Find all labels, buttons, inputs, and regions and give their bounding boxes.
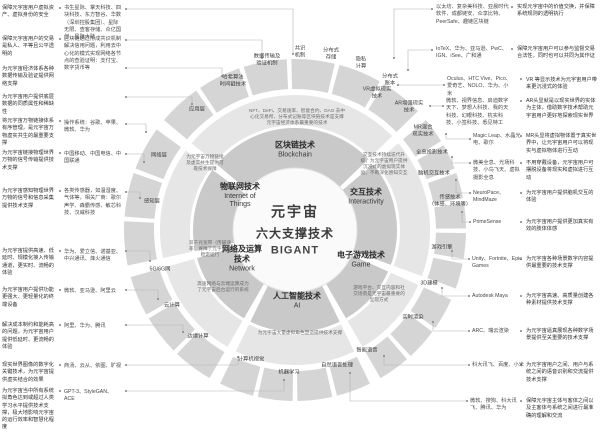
ring-segment-sensing: 传感技术 （体感、环境等）: [428, 194, 472, 207]
left-note-companies-6: 中国移动、中国电信、中国联通: [64, 151, 122, 165]
right-note-desc-12: 为元宇宙用户之间、用户与系统之间的语音识别和交流提供技术支撑: [526, 362, 594, 383]
left-note-companies-9: 微软、亚马逊、阿里云: [64, 288, 116, 294]
left-note-desc-12: 为元宇宙当中所有系统拟角色达到或超过人类学习水平提供技术支撑，极大地影响元宇宙的…: [2, 388, 54, 431]
left-note-companies-7: 各类传感器，如温湿度、气体等，相关厂商：歌尔声学、森霸传感、敏芯科技、汉威科技: [64, 188, 122, 216]
right-note-companies-3: Oculus、HTC Vive、Pico、爱奇艺、NOLO、华为、小米: [447, 76, 511, 97]
left-note-desc-9: 为元宇宙用户提供功能更强大、更轻量化的终端设备: [2, 287, 54, 308]
ring-segment-nlp: 自然语言处理: [321, 362, 353, 369]
ring-segment-perception-layer: 感知层: [144, 198, 160, 205]
right-note-companies-12: 科大讯飞、百度、小米: [472, 362, 524, 368]
ring-segment-ar: AR增强现实 技术: [394, 100, 424, 113]
right-note-desc-9: 为元宇宙各种场景数字内容提供最重要的技术支撑: [526, 256, 594, 270]
right-note-companies-10: Autodesk Maya: [472, 293, 508, 299]
right-note-companies-9: Unity、Fortnite、Epic Games: [472, 256, 522, 270]
ring-segment-application-layer: 应用层: [189, 106, 205, 113]
right-note-companies-13: 微软、搜狗、科大讯飞、腾讯、华为: [470, 398, 517, 412]
ring-segment-distributed-ledger: 分布式 账本: [382, 73, 398, 86]
ring-segment-3d-modeling: 3D建模: [420, 280, 438, 287]
sector-label-game: 电子游戏技术 Game: [337, 250, 385, 269]
right-note-companies-6: 微美全息、光场科技、小鸟飞天、虚拟摄影全息: [473, 160, 520, 181]
left-note-desc-4: 为元宇宙用户提供底层数据的同质属性和稀缺性: [2, 94, 54, 115]
band-text-ai: 为元宇宙大量虚拟角色塑造提供技术支撑: [257, 329, 343, 335]
ring-segment-consensus: 共识 机制: [294, 45, 306, 58]
left-note-companies-2: 区块链通过形成共识机制解决信用问题，利用去中心化的模式实现网络各节点的查验证明：…: [64, 36, 122, 72]
left-note-desc-5: 将元宇宙万物链接体系有序管理，是元宇宙万物虚实共生的最重要支撑: [2, 118, 54, 146]
center-subtitle: 六大支撑技术: [255, 226, 335, 241]
band-text-game: 游戏平台、交互内容和社交场景是元宇宙最重要的呈现方式: [353, 284, 405, 303]
right-note-desc-2: 保障元宇宙用户可以参与监督交易合法性，同时也可以共同为其作证: [517, 46, 595, 60]
ring-segment-network-layer: 网络层: [151, 152, 167, 159]
left-note-companies-5: 操作系统：谷歌、苹果、微软、华为: [64, 120, 122, 134]
left-note-companies-10: 阿里、华为、腾讯: [64, 323, 106, 329]
sector-label-blockchain: 区块链技术 Blockchain: [275, 140, 315, 159]
ring-segment-distributed-storage: 分布式 存储: [323, 47, 339, 60]
band-text-network-2: 高速网络与云端运算成为了元宇宙后台运行的系统: [197, 280, 249, 292]
right-note-companies-2: IoTeX、华为、亚马逊、PwC、IGN、iSee、广和通: [436, 46, 507, 60]
right-note-companies-11: ARC、瑞云渲染: [472, 328, 509, 334]
right-note-companies-7: NeuroPace、MindMaze: [473, 190, 505, 204]
sector-label-ai: 人工智能技术 AI: [273, 291, 321, 310]
left-note-desc-11: 现实世界图像的数字化关键技术，为元宇宙提供虚实结合的效果: [2, 362, 54, 383]
ring-segment-machine-learning: 机器学习: [278, 369, 300, 376]
ring-segment-5g6g: 5G/6G网: [149, 266, 171, 273]
center-title: 元宇宙: [270, 203, 319, 220]
left-note-desc-3: 为元宇宙经济体系各种数据传输及验证提供网络支撑: [2, 66, 54, 87]
left-note-desc-8: 为元宇宙提供高速、低延时、规模化接入传输通道，更实时、流畅的体验: [2, 248, 54, 276]
ring-segment-vr: VR虚拟现实 技术: [362, 86, 392, 99]
right-note-desc-11: 为元宇宙逼真展现各种数字场景提供至关重要的技术支撑: [526, 328, 594, 342]
left-note-desc-10: 解决成本制约和能耗高的问题，为元宇宙用户提供低延时、更流畅的体验: [2, 322, 54, 350]
left-note-desc-2: 保障元宇宙用户的交易是私人、平等且公平透明的: [2, 36, 54, 57]
ring-segment-data-verify: 数据传输及 验证机制: [253, 53, 281, 66]
right-note-desc-4: AR头显就是以现实世界的实体为主体，借助数字技术帮助元宇宙用户更好地探索现实世界: [526, 98, 596, 119]
right-note-desc-7: 为元宇宙用户提供脑机交互的体验: [526, 190, 594, 204]
ring-segment-cloud-computing: 云计算: [164, 302, 180, 309]
ring-segment-mr: MR混合 现实技术: [412, 124, 434, 137]
left-note-companies-1: 书生星际、掌天科技、四块科技、东方智谷、华数（深圳控股集团）、星际无限、查客存储…: [64, 5, 122, 41]
band-text-blockchain: NFT、DeFi、交易速率、智能合约、DAO 去中心化交易所、分布式记账等区块链…: [248, 107, 346, 126]
left-note-desc-7: 为元宇宙感知物理世界万物的信号和信息采集提供技术支撑: [2, 188, 54, 209]
right-note-desc-10: 为元宇宙高速、高质量创建各种素材提供技术支撑: [526, 293, 594, 307]
right-note-desc-1: 实现元宇宙中的价值交换，并保障系统规则的透明执行: [517, 4, 595, 18]
ring-segment-edge-computing: 边缘计算: [187, 333, 209, 340]
ring-segment-holography: 全息投影技术: [416, 149, 448, 156]
left-note-companies-12: GPT-3、StyleGAN、ACE: [64, 389, 113, 403]
left-note-desc-1: 保障元宇宙用户虚拟资产、虚拟身份的安全: [2, 5, 54, 19]
band-text-iot: 为元宇宙万物链接及虚实共生提供可靠技术保障: [186, 153, 224, 172]
right-note-desc-5: MR头显将虚拟物体置于真实世界中，让元宇宙用户可以将现实与虚拟物体进行互动: [526, 133, 597, 154]
ring-segment-realtime-render: 实时渲染: [402, 314, 424, 321]
left-note-companies-11: 商汤、云从、依图、旷视: [64, 363, 122, 369]
right-note-desc-8: 为元宇宙用户提供更加真实有效的肢体体感: [526, 219, 594, 233]
ring-segment-hash-timestamp: 哈希算法 时间戳技术: [219, 74, 247, 87]
center-label: 元宇宙 六大支撑技术 BIGANT: [256, 202, 334, 257]
right-note-desc-6: 不用穿戴设备，元宇宙用户可摆脱设备将现实和虚拟进行互动: [526, 160, 594, 181]
right-note-desc-3: VR 等显示技术为元宇宙用户带来更沉浸式的体验: [526, 77, 597, 91]
sector-label-iot: 物联网技术 Internet of Things: [220, 182, 260, 209]
band-text-interactivity: 交互技术持续迭代升级，为元宇宙用户提供沉浸式的虚拟现实体验，不断深化感知交互: [360, 151, 408, 176]
left-note-companies-8: 华为、爱立信、诺基亚、中兴通讯、烽火通信: [64, 249, 122, 263]
right-note-companies-8: PrimeSense: [473, 219, 502, 225]
left-note-desc-6: 为元宇宙链接物理世界万物的信号传输提供技术支撑: [2, 150, 54, 171]
band-text-network-1: 双千兆宽带（传输速率）保障了元宇宙的稳定运行: [188, 239, 232, 258]
ring-segment-computer-vision: 计算机视觉: [237, 356, 265, 363]
right-note-companies-4: 微软、视界信息、启迪数字天下、梦想人科技、我的天科技、幻眼科技、杭实科技、小签科…: [446, 98, 509, 126]
right-note-companies-5: Magic Leap、水晶光电、歌尔: [473, 133, 521, 147]
sector-label-network: 网络及运算 技术 Network: [222, 244, 262, 273]
ring-segment-bci: 脑机交互技术: [418, 170, 450, 177]
ring-segment-privacy-computing: 隐私 计算: [355, 56, 367, 69]
right-note-desc-13: 保障元宇宙主体与客体之间以及主客体与系统之间进行最准确的理解和交流: [526, 398, 594, 419]
right-note-companies-1: 以太坊、复杂美科技、亚晨时代软件、成都链安、众享比特、PeerSafe、趣链区块…: [436, 4, 509, 25]
sector-label-interactivity: 交互技术 Interactivity: [348, 187, 384, 206]
center-brand: BIGANT: [270, 244, 320, 257]
ring-segment-game-engine: 游戏引擎: [431, 244, 453, 251]
ring-segment-speech: 智能语音: [356, 347, 378, 354]
